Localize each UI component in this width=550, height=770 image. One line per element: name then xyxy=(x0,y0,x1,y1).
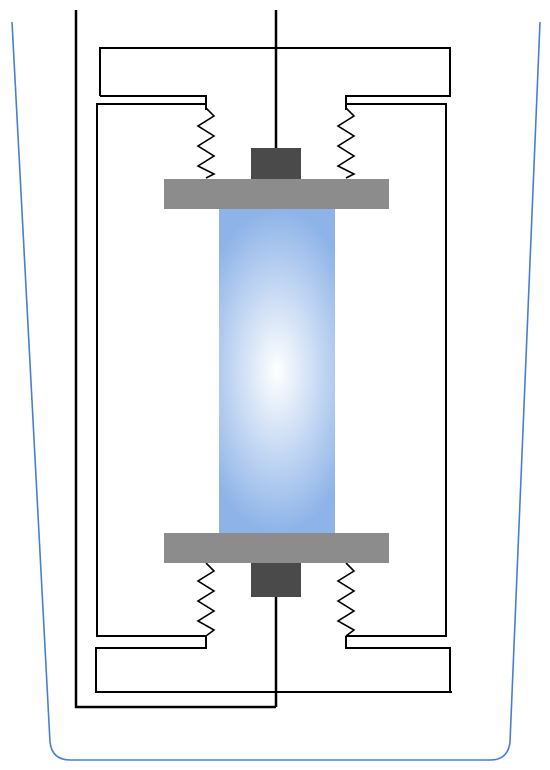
left-wire xyxy=(74,10,276,709)
left-side-frame xyxy=(96,103,206,637)
bottom-bracket-right xyxy=(345,636,451,692)
spring-upper-right-icon xyxy=(336,107,356,179)
right-side-frame xyxy=(346,103,447,637)
lower-electrode-block xyxy=(251,563,301,597)
upper-electrode-block xyxy=(251,148,301,180)
spring-lower-right-icon xyxy=(336,562,356,637)
vessel-outline xyxy=(11,21,541,761)
glow-tube xyxy=(219,208,335,534)
lower-plate xyxy=(164,533,389,563)
spring-upper-left-icon xyxy=(196,107,216,179)
top-bracket-left-hook xyxy=(100,95,207,110)
upper-plate xyxy=(164,179,389,209)
top-bracket xyxy=(99,47,451,110)
bottom-bracket xyxy=(95,636,452,693)
spring-lower-left-icon xyxy=(196,562,216,637)
